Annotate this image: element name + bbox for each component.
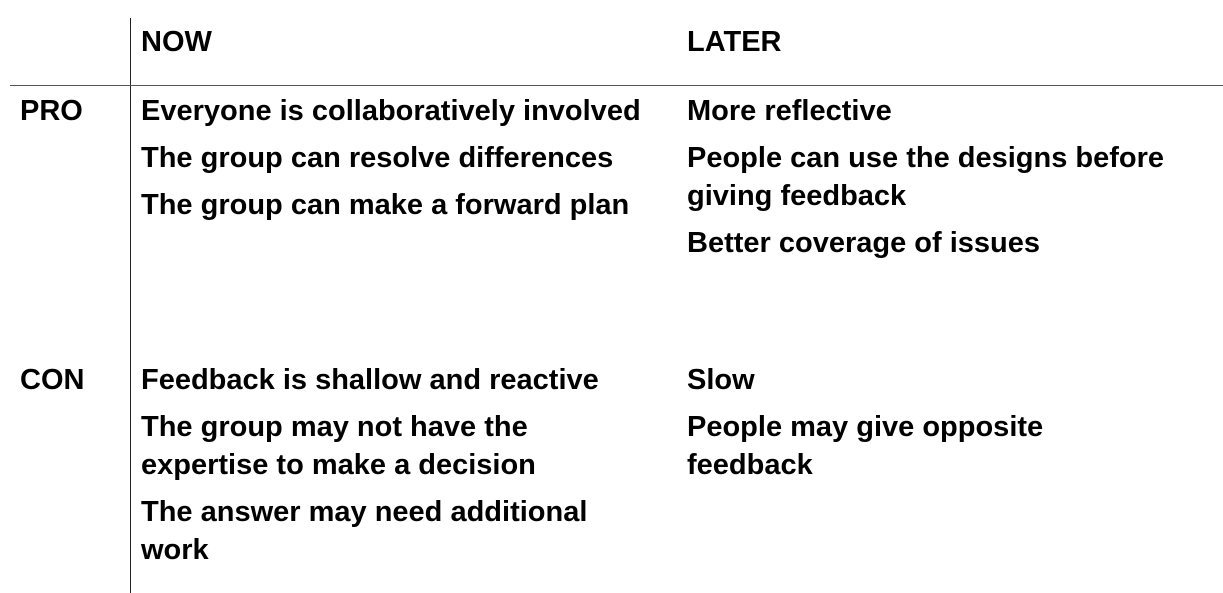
- pro-now-item: The group can resolve differences: [141, 142, 614, 174]
- con-now-item: Feedback is shallow and reactive: [141, 364, 599, 396]
- pro-now-item: Everyone is collaboratively involved: [141, 95, 641, 127]
- con-later-item: Slow: [687, 364, 755, 396]
- con-now-cell: Feedback is shallow and reactive The gro…: [141, 361, 661, 569]
- pro-later-item: Better coverage of issues: [687, 227, 1040, 259]
- header-divider-line: [10, 85, 1223, 86]
- column-header-now: NOW: [141, 26, 212, 58]
- column-divider-line: [130, 18, 131, 593]
- con-now-item: The group may not have the expertise to …: [141, 411, 536, 481]
- con-later-cell: Slow People may give opposite feedback: [687, 361, 1107, 484]
- con-now-item: The answer may need additional work: [141, 496, 588, 566]
- pro-later-cell: More reflective People can use the desig…: [687, 92, 1220, 262]
- row-label-pro: PRO: [20, 95, 83, 127]
- pro-later-item: More reflective: [687, 95, 892, 127]
- column-header-later: LATER: [687, 26, 782, 58]
- row-label-con: CON: [20, 364, 85, 396]
- pro-now-item: The group can make a forward plan: [141, 189, 630, 221]
- con-later-item: People may give opposite feedback: [687, 411, 1044, 481]
- pro-now-cell: Everyone is collaboratively involved The…: [141, 92, 671, 224]
- pro-later-item: People can use the designs before giving…: [687, 142, 1165, 212]
